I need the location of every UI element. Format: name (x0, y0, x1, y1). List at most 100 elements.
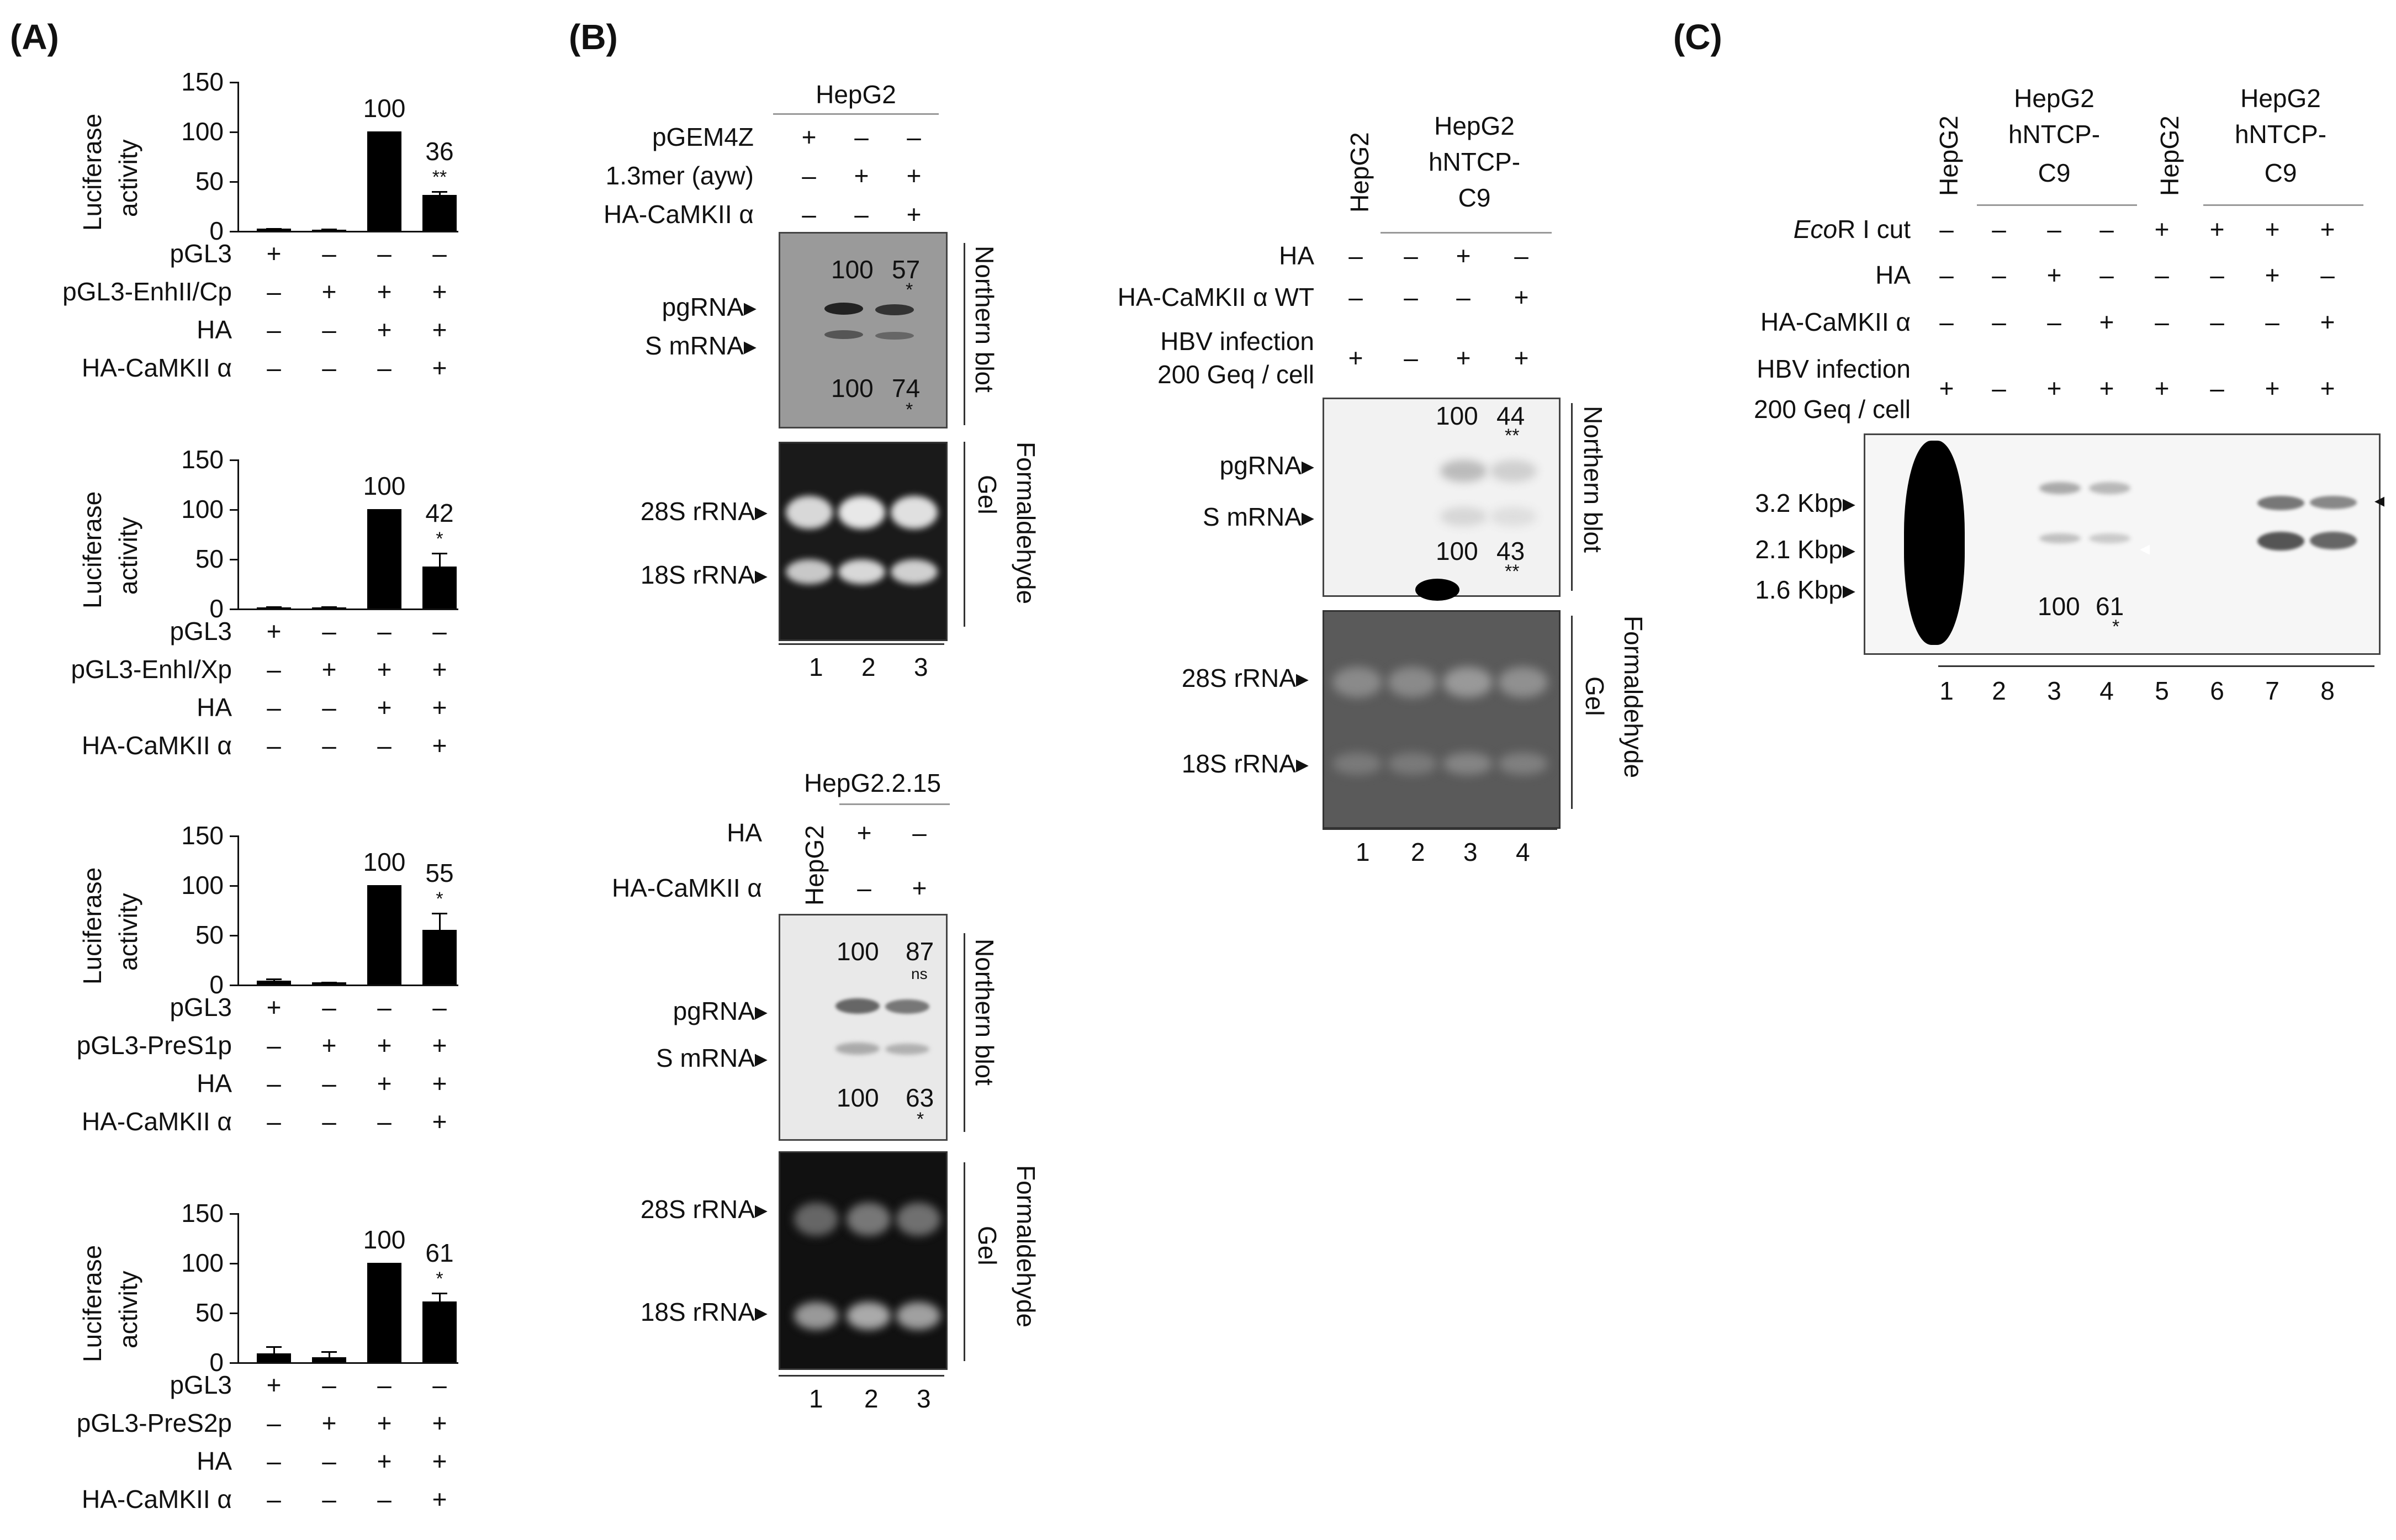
c-sign-3-3: – (2047, 308, 2061, 336)
b1-quant-top-2: 100 (831, 255, 874, 284)
b1-gel-28s-2 (838, 496, 885, 529)
b3-sign-1-3: + (1456, 241, 1471, 270)
a4-row-label-1: pGL3 (170, 1370, 232, 1399)
b3-gel-28s-4 (1498, 667, 1548, 697)
a4-tick-label: 50 (195, 1298, 224, 1327)
a4-tick-100 (230, 1263, 237, 1264)
a4-sign-4-1: – (267, 1485, 281, 1513)
b2-rrna-gel (779, 1151, 948, 1370)
b2-gel-bracket (964, 1162, 965, 1361)
c-row-geq: 200 Geq / cell (1754, 395, 1911, 424)
b1-gel-label-1: Formaldehyde (1012, 442, 1040, 605)
a1-value-label-4: 36 (425, 137, 454, 166)
a1-tick-0 (230, 231, 237, 232)
a3-sign-1-4: – (432, 993, 447, 1022)
b3-row-ha: HA (1279, 241, 1314, 270)
b2-lane-3: 3 (917, 1384, 931, 1413)
a1-errbar-4 (439, 191, 441, 195)
a3-ylabel-1: Luciferase (78, 867, 107, 985)
a3-errcap-1 (266, 978, 282, 981)
c-band-21-7 (2257, 532, 2304, 551)
a2-sign-3-2: – (322, 693, 336, 722)
b3-gel-18s-4 (1498, 753, 1548, 775)
c-sign-4-8: + (2320, 374, 2335, 403)
b3-label-smrna: S mRNA▸ (1203, 502, 1314, 531)
b2-gel-18s-1 (794, 1302, 838, 1330)
b1-sign-3-3: + (906, 200, 922, 229)
a1-tick-50 (230, 181, 237, 183)
a2-tick-label: 150 (181, 445, 224, 474)
b3-sign-3-3: + (1456, 343, 1471, 372)
c-sign-2-3: + (2046, 261, 2062, 289)
c-white-arrowhead: ◂ (2140, 537, 2150, 559)
c-sign-2-1: – (1939, 261, 1954, 289)
a4-bar-4 (422, 1301, 457, 1362)
c-sign-1-1: – (1939, 215, 1954, 244)
a4-ylabel-2: activity (114, 1271, 142, 1348)
a4-tick-150 (230, 1213, 237, 1215)
b1-band-pg-2 (824, 303, 863, 315)
b2-quant-bot-3: 63 (906, 1083, 934, 1112)
b2-gel-label-2: Gel (973, 1226, 1002, 1266)
a1-sign-3-3: + (377, 315, 392, 344)
a4-tick-50 (230, 1313, 237, 1314)
b2-gel-28s-3 (896, 1203, 940, 1236)
b2-label-smrna: S mRNA▸ (656, 1044, 768, 1072)
b1-band-s-2 (824, 330, 863, 339)
a3-bar-3 (367, 885, 401, 985)
b2-band-s-2 (835, 1042, 880, 1055)
a1-bar-3 (367, 131, 401, 231)
c-band-21-3 (2039, 533, 2081, 543)
b3-quant-bot-3: 100 (1436, 537, 1478, 565)
panel-label-b: (B) (569, 17, 618, 57)
a4-y-axis (237, 1213, 239, 1363)
a1-value-label-3: 100 (363, 94, 406, 123)
b1-sign-2-2: + (854, 161, 869, 190)
c-sign-3-7: – (2265, 308, 2279, 336)
b1-blot-bracket (964, 243, 965, 425)
a4-row-label-4: HA-CaMKII α (82, 1485, 232, 1513)
c-lane-7: 7 (2265, 676, 2279, 705)
c-lane-1: 1 (1939, 676, 1954, 705)
a3-value-label-4: 55 (425, 859, 454, 888)
a2-tick-150 (230, 459, 237, 461)
a2-tick-label: 50 (195, 544, 224, 573)
a2-errbar-4 (439, 553, 441, 567)
a3-bar-4 (422, 930, 457, 985)
a1-errcap-2 (321, 229, 337, 231)
c-sign-2-4: – (2099, 261, 2114, 289)
a4-errcap-4 (432, 1293, 447, 1294)
c-lane-5: 5 (2155, 676, 2169, 705)
b1-gel-18s-2 (838, 559, 885, 584)
b1-quant-top-3: 57 (892, 255, 921, 284)
b2-cell-label: HepG2.2.15 (803, 769, 942, 797)
a1-errcap-1 (266, 227, 282, 230)
c-sign-2-7: + (2265, 261, 2280, 289)
b2-band-s-3 (885, 1044, 929, 1055)
b1-lane-1: 1 (809, 653, 823, 681)
b2-sign-1-1: + (856, 818, 872, 847)
a4-tick-0 (230, 1362, 237, 1364)
a3-sign-4-4: + (432, 1107, 447, 1136)
a3-errbar-4 (439, 913, 441, 930)
a4-sign-2-1: – (267, 1409, 281, 1437)
a2-tick-50 (230, 559, 237, 560)
c-sign-2-2: – (1992, 261, 2006, 289)
b3-gel-28s-3 (1443, 667, 1493, 697)
c-row-ecori: EcoR I cut (1793, 215, 1911, 244)
a1-row-label-1: pGL3 (170, 239, 232, 268)
a4-significance: * (436, 1268, 443, 1289)
a3-row-label-4: HA-CaMKII α (82, 1107, 232, 1136)
a4-sign-1-4: – (432, 1370, 447, 1399)
c-sign-1-6: + (2209, 215, 2225, 244)
a3-value-label-3: 100 (363, 848, 406, 876)
c-band-32-7 (2257, 496, 2304, 510)
c-sign-3-1: – (1939, 308, 1954, 336)
b1-sign-3-1: – (802, 200, 816, 229)
c-size-21: 2.1 Kbp▸ (1755, 535, 1855, 564)
c-band-lane1-marker (1904, 441, 1965, 645)
a4-row-label-2: pGL3-PreS2p (76, 1409, 232, 1437)
b3-hepg2-label: HepG2 (1345, 132, 1374, 213)
c-row-ha: HA (1875, 261, 1911, 289)
b1-sign-2-1: – (802, 161, 816, 190)
